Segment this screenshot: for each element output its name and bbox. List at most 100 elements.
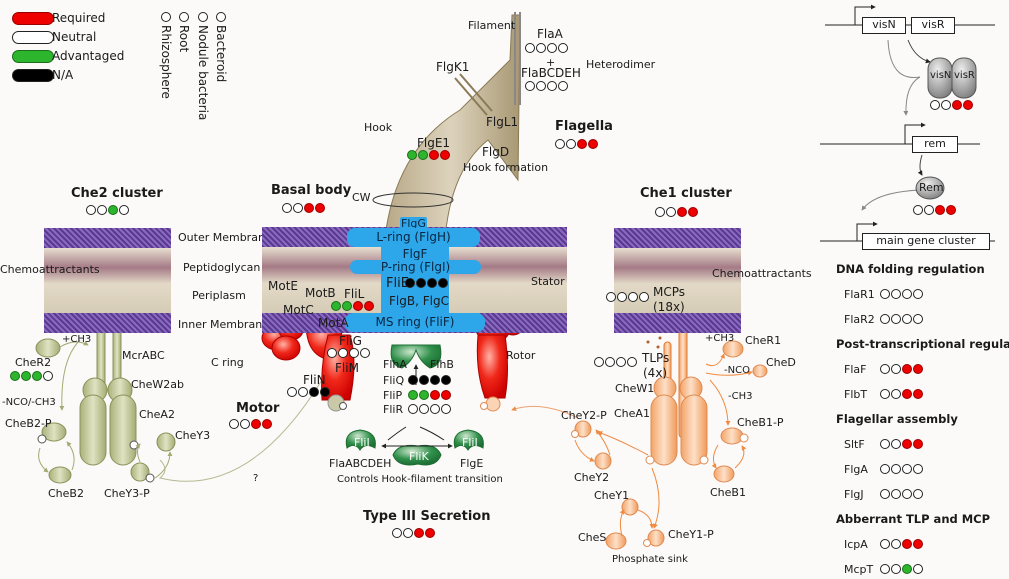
- visNR-status: [930, 100, 973, 110]
- cheW2ab-label: CheW2ab: [131, 378, 185, 391]
- condition-marker: [198, 12, 208, 22]
- status-dot-red: [441, 390, 451, 400]
- status-dot-neutral: [880, 539, 890, 549]
- flagella-title: Flagella: [555, 119, 613, 134]
- side-gene-status: [880, 564, 923, 574]
- status-dot-red: [429, 150, 439, 160]
- status-dot-black: [441, 375, 451, 385]
- ms-ring: MS ring (FliF): [345, 313, 485, 332]
- status-dot-neutral: [655, 207, 665, 217]
- status-dot-neutral: [408, 404, 418, 414]
- che1-ch3m: -CH3: [728, 391, 753, 402]
- status-dot-red: [440, 150, 450, 160]
- fliR-label: FliR: [383, 403, 404, 416]
- cheR2-status: [10, 371, 53, 381]
- side-gene-label: IcpA: [844, 538, 868, 551]
- condition-marker: [179, 12, 189, 22]
- status-dot-green: [331, 301, 341, 311]
- cheY3P-label: CheY3-P: [104, 487, 150, 500]
- rem-status: [913, 205, 956, 215]
- fliR-status: [408, 404, 451, 414]
- status-dot-red: [425, 528, 435, 538]
- cheR2-label: CheR2: [15, 356, 52, 369]
- status-dot-red: [364, 301, 374, 311]
- fliN-label: FliN: [303, 373, 326, 387]
- motA-label: MotA: [318, 316, 349, 330]
- status-dot-neutral: [327, 348, 337, 358]
- status-dot-neutral: [349, 348, 359, 358]
- status-dot-red: [262, 419, 272, 429]
- main-gene-cluster-label: main gene cluster: [876, 234, 976, 247]
- side-gene-status: [880, 489, 923, 499]
- rod: [381, 274, 449, 316]
- ms-ring-label: MS ring (FliF): [375, 315, 455, 329]
- fliK-label: FliK: [409, 450, 429, 463]
- status-dot-red: [588, 139, 598, 149]
- status-dot-neutral: [628, 292, 638, 302]
- status-dot-neutral: [913, 205, 923, 215]
- cw-label: CW: [352, 191, 371, 204]
- visN-gene: visN: [862, 17, 906, 34]
- status-dot-red: [935, 205, 945, 215]
- status-dot-green: [408, 390, 418, 400]
- fliE-label: FliE: [386, 276, 409, 291]
- status-dot-red: [577, 139, 587, 149]
- status-dot-neutral: [430, 404, 440, 414]
- status-dot-neutral: [536, 43, 546, 53]
- che1-nco: -NCO: [724, 365, 750, 376]
- flgG-label: FlgG: [401, 217, 426, 230]
- cheB2-label: CheB2: [48, 487, 84, 500]
- condition-bacteroid: Bacteroid: [214, 25, 228, 83]
- flgG: FlgG: [400, 217, 427, 231]
- side-gene-label: FlgJ: [844, 488, 864, 501]
- cheA2-label: CheA2: [139, 408, 175, 421]
- status-dot-red: [902, 364, 912, 374]
- side-gene-label: FlbT: [844, 388, 868, 401]
- che1-chemoattractants: Chemoattractants: [712, 267, 812, 280]
- status-dot-neutral: [891, 489, 901, 499]
- cheB1-label: CheB1: [710, 486, 746, 499]
- fliN-status: [287, 387, 330, 397]
- fliQ-label: FliQ: [383, 374, 405, 387]
- che2-chemoattractants: Chemoattractants: [0, 263, 100, 276]
- status-dot-black: [416, 278, 426, 288]
- filament-label: Filament: [468, 19, 516, 32]
- status-dot-neutral: [441, 404, 451, 414]
- status-dot-neutral: [547, 81, 557, 91]
- status-dot-red: [963, 100, 973, 110]
- peptidoglycan-label: Peptidoglycan: [183, 261, 261, 274]
- rem-gene: rem: [912, 136, 958, 153]
- status-dot-neutral: [880, 289, 890, 299]
- cheW1-label: CheW1: [615, 382, 655, 395]
- status-dot-red: [902, 439, 912, 449]
- status-dot-neutral: [627, 357, 637, 367]
- status-dot-red: [677, 207, 687, 217]
- legend-swatch-required: [12, 12, 54, 25]
- flgD-label: FlgD: [482, 145, 510, 159]
- status-dot-neutral: [555, 139, 565, 149]
- cheR1-label: CheR1: [745, 334, 782, 347]
- fliI-label-left: FliI: [354, 436, 370, 449]
- fliI-label-right: FliI: [462, 436, 478, 449]
- fliG-label: FliG: [339, 334, 362, 348]
- status-dot-black: [309, 387, 319, 397]
- fliM-label: FliM: [335, 361, 359, 375]
- side-gene-label: McpT: [844, 563, 874, 576]
- status-dot-neutral: [97, 205, 107, 215]
- cheY3-label: CheY3: [175, 429, 211, 442]
- flgE1-label: FlgE1: [417, 136, 451, 150]
- visN-protein-label: visN: [930, 70, 952, 81]
- status-dot-neutral: [880, 314, 890, 324]
- status-dot-neutral: [891, 289, 901, 299]
- status-dot-black: [408, 375, 418, 385]
- main-gene-cluster: main gene cluster: [862, 233, 990, 250]
- status-dot-black: [427, 278, 437, 288]
- che2-periplasm: [44, 248, 171, 313]
- status-dot-red: [913, 439, 923, 449]
- fliE-status: [405, 278, 448, 288]
- che1-inner-membrane: [614, 313, 741, 333]
- phosphate-sink-label: Phosphate sink: [612, 554, 688, 565]
- side-gene-label: SltF: [844, 438, 865, 451]
- che2-outer-membrane: [44, 228, 171, 248]
- status-dot-neutral: [338, 348, 348, 358]
